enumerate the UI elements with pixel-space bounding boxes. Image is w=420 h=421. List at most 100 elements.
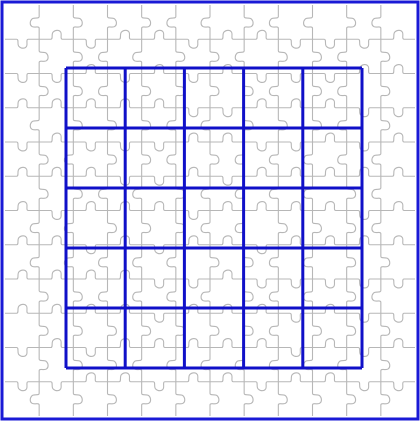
jigsaw-edge <box>381 108 415 117</box>
jigsaw-edge <box>73 39 107 48</box>
jigsaw-edge <box>30 382 39 416</box>
jigsaw-edge <box>372 5 381 39</box>
jigsaw-edge <box>39 176 48 210</box>
jigsaw-edge <box>5 382 39 391</box>
grid-cell-r3-c1[interactable] <box>66 188 125 248</box>
jigsaw-edge <box>39 313 48 347</box>
jigsaw-edge <box>5 74 39 83</box>
jigsaw-edge <box>244 5 253 39</box>
grid-cell-r4-c3[interactable] <box>184 248 243 308</box>
jigsaw-edge <box>108 373 142 382</box>
grid-cell-r3-c2[interactable] <box>125 188 184 248</box>
jigsaw-edge <box>201 5 210 39</box>
jigsaw-edge <box>381 30 415 39</box>
grid-cell-r3-c3[interactable] <box>184 188 243 248</box>
jigsaw-edge <box>108 5 117 39</box>
jigsaw-edge <box>381 245 390 279</box>
grid-cell-r4-c5[interactable] <box>303 248 362 308</box>
jigsaw-edge <box>381 348 390 382</box>
grid-cell-r4-c2[interactable] <box>125 248 184 308</box>
jigsaw-edge <box>39 142 48 176</box>
jigsaw-edge <box>176 39 210 48</box>
jigsaw-edge <box>347 382 381 391</box>
grid-cell-r1-c1[interactable] <box>66 68 125 128</box>
jigsaw-edge <box>381 339 415 348</box>
grid-cell-r5-c2[interactable] <box>125 308 184 368</box>
jigsaw-edge <box>39 382 73 391</box>
jigsaw-edge <box>176 382 185 416</box>
grid-cell-r4-c1[interactable] <box>66 248 125 308</box>
selection-grid[interactable] <box>66 68 362 368</box>
grid-cell-r3-c4[interactable] <box>244 188 303 248</box>
grid-cell-r2-c4[interactable] <box>244 128 303 188</box>
grid-cell-r1-c4[interactable] <box>244 68 303 128</box>
grid-cell-r2-c2[interactable] <box>125 128 184 188</box>
jigsaw-edge <box>244 382 278 391</box>
jigsaw-edge <box>372 176 381 210</box>
jigsaw-edge <box>278 373 312 382</box>
jigsaw-edge <box>39 39 48 73</box>
grid-cell-r2-c5[interactable] <box>303 128 362 188</box>
jigsaw-edge <box>30 5 39 39</box>
jigsaw-edge <box>142 382 176 391</box>
grid-cell-r4-c4[interactable] <box>244 248 303 308</box>
jigsaw-edge <box>381 236 415 245</box>
jigsaw-edge <box>381 382 415 391</box>
jigsaw-edge <box>244 382 253 416</box>
jigsaw-edge <box>381 65 415 74</box>
jigsaw-edge <box>73 5 82 39</box>
jigsaw-edge <box>278 382 287 416</box>
jigsaw-edge <box>142 5 151 39</box>
jigsaw-edge <box>304 5 313 39</box>
jigsaw-edge <box>39 279 48 313</box>
jigsaw-edge <box>108 382 117 416</box>
grid-cell-r1-c2[interactable] <box>125 68 184 128</box>
jigsaw-edge <box>30 211 39 245</box>
jigsaw-edge <box>381 279 415 288</box>
jigsaw-edge <box>372 279 381 313</box>
jigsaw-edge <box>372 211 381 245</box>
jigsaw-edge <box>381 202 415 211</box>
jigsaw-edge <box>347 39 381 48</box>
jigsaw-edge <box>5 99 39 108</box>
jigsaw-edge <box>313 39 347 48</box>
jigsaw-edge <box>73 373 107 382</box>
jigsaw-edge <box>5 304 39 313</box>
jigsaw-edge <box>347 382 356 416</box>
grid-cell-r5-c1[interactable] <box>66 308 125 368</box>
jigsaw-edge <box>5 39 39 48</box>
jigsaw-edge <box>30 245 39 279</box>
jigsaw-edge <box>5 167 39 176</box>
jigsaw-edge <box>381 39 390 73</box>
jigsaw-edge <box>176 373 210 382</box>
jigsaw-edge <box>167 5 176 39</box>
jigsaw-edge <box>381 313 390 347</box>
jigsaw-edge <box>5 142 39 151</box>
grid-cell-r2-c3[interactable] <box>184 128 243 188</box>
jigsaw-edge <box>244 30 278 39</box>
jigsaw-edge <box>5 202 39 211</box>
grid-cell-r5-c3[interactable] <box>184 308 243 368</box>
jigsaw-edge <box>313 382 322 416</box>
jigsaw-edge <box>30 108 39 142</box>
grid-cell-r2-c1[interactable] <box>66 128 125 188</box>
grid-cell-r1-c3[interactable] <box>184 68 243 128</box>
jigsaw-edge <box>5 236 39 245</box>
jigsaw-edge <box>210 373 244 382</box>
jigsaw-edge <box>108 30 142 39</box>
jigsaw-edge <box>372 142 381 176</box>
jigsaw-edge <box>278 39 312 48</box>
grid-cell-r5-c5[interactable] <box>303 308 362 368</box>
grid-cell-r5-c4[interactable] <box>244 308 303 368</box>
jigsaw-edge <box>39 30 73 39</box>
jigsaw-edge <box>39 74 48 108</box>
jigsaw-edge <box>142 30 176 39</box>
jigsaw-edge <box>381 382 390 416</box>
jigsaw-edge <box>39 348 48 382</box>
jigsaw-edge <box>381 133 415 142</box>
jigsaw-edge <box>5 270 39 279</box>
grid-cell-r3-c5[interactable] <box>303 188 362 248</box>
grid-cell-r1-c5[interactable] <box>303 68 362 128</box>
